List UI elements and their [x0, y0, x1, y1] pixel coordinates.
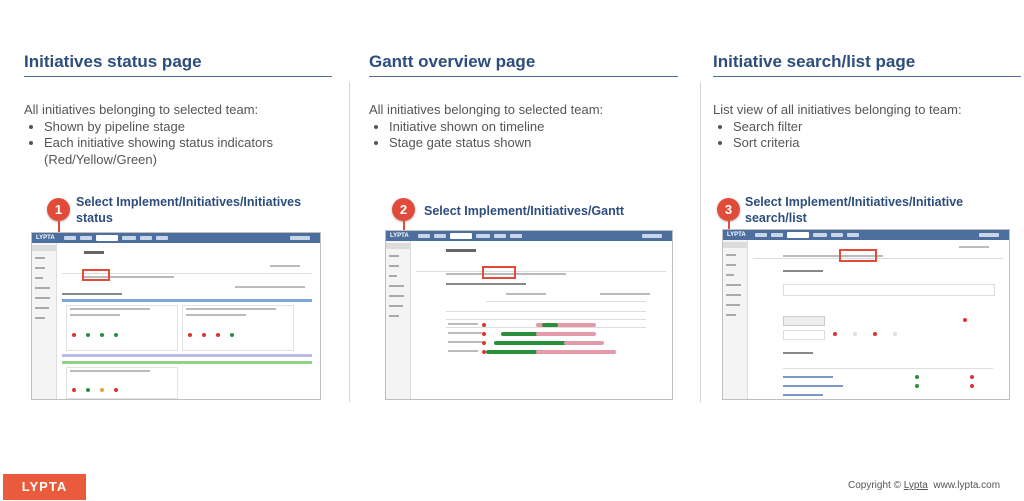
column-gantt-overview: Gantt overview page All initiatives belo… [369, 0, 678, 440]
description: All initiatives belonging to selected te… [24, 102, 332, 168]
description: All initiatives belonging to selected te… [369, 102, 678, 152]
app-sidebar [723, 240, 748, 399]
bullet-item: Search filter [733, 119, 1021, 136]
step-instruction: Select Implement/Initiatives/Gantt [424, 204, 625, 218]
column-initiative-search: Initiative search/list page List view of… [713, 0, 1021, 440]
column-initiatives-status: Initiatives status page All initiatives … [24, 0, 332, 440]
intro-text: List view of all initiatives belonging t… [713, 102, 962, 117]
title-underline [24, 76, 332, 77]
section-title: Initiatives status page [24, 52, 202, 71]
copyright-text: Copyright © Lypta www.lypta.com [848, 480, 1000, 491]
bullet-item: Stage gate status shown [389, 135, 678, 152]
bullet-item: Initiative shown on timeline [389, 119, 678, 136]
screenshot-gantt-page: LYPTA [385, 230, 673, 400]
screenshot-status-page: LYPTA [31, 232, 321, 400]
intro-text: All initiatives belonging to selected te… [24, 102, 259, 117]
highlight-search-tab [839, 249, 877, 262]
bullet-list: Initiative shown on timeline Stage gate … [369, 119, 678, 152]
bullet-item: Sort criteria [733, 135, 1021, 152]
app-sidebar [32, 243, 57, 399]
app-logo: LYPTA [390, 233, 409, 239]
step-instruction: Select Implement/Initiatives/Initiative … [745, 195, 964, 225]
intro-text: All initiatives belonging to selected te… [369, 102, 604, 117]
step-instruction: Select Implement/Initiatives/Initiatives… [76, 195, 302, 225]
highlight-status-tab [82, 269, 110, 281]
title-underline [369, 76, 678, 77]
copyright-prefix: Copyright © [848, 480, 901, 491]
column-divider [700, 82, 701, 402]
app-topbar: LYPTA [723, 230, 1009, 240]
title-underline [713, 76, 1021, 77]
footer-logo: LYPTA [3, 474, 86, 500]
bullet-list: Shown by pipeline stage Each initiative … [24, 119, 332, 169]
bullet-item: Each initiative showing status indicator… [44, 135, 332, 168]
brand-link[interactable]: Lypta [903, 480, 928, 491]
screenshot-search-page: LYPTA [722, 229, 1010, 400]
website-link[interactable]: www.lypta.com [933, 480, 1001, 491]
step-badge: 1 [47, 198, 70, 221]
bullet-item: Shown by pipeline stage [44, 119, 332, 136]
section-title: Initiative search/list page [713, 52, 916, 71]
bullet-list: Search filter Sort criteria [713, 119, 1021, 152]
app-topbar: LYPTA [32, 233, 320, 243]
app-logo: LYPTA [36, 235, 55, 241]
app-logo: LYPTA [727, 232, 746, 238]
step-badge: 2 [392, 198, 415, 221]
app-topbar: LYPTA [386, 231, 672, 241]
description: List view of all initiatives belonging t… [713, 102, 1021, 152]
app-sidebar [386, 241, 411, 399]
step-badge: 3 [717, 198, 740, 221]
column-divider [349, 82, 350, 402]
section-title: Gantt overview page [369, 52, 536, 71]
highlight-gantt-tab [482, 266, 516, 279]
